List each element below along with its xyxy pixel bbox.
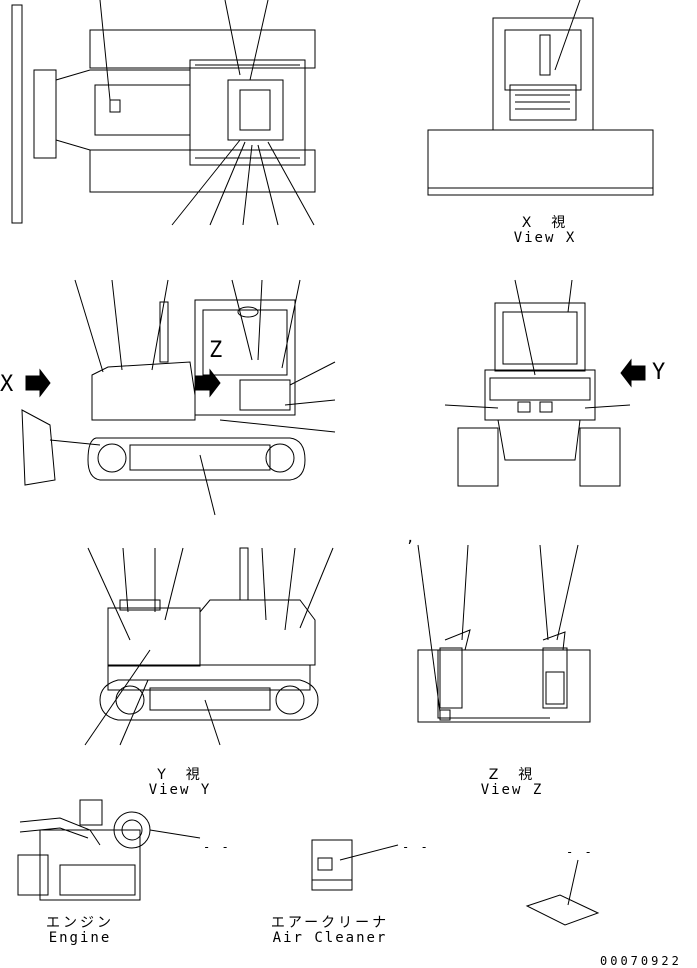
- marker-z: Z: [209, 338, 223, 363]
- view-x-title: View X: [513, 230, 577, 246]
- leader-dash-decal: - -: [566, 845, 594, 859]
- marker-y: Y: [652, 360, 666, 385]
- view-y-title-jp: Y 視: [157, 767, 203, 783]
- engine-drawing: [17, 799, 201, 901]
- view-y-title: View Y: [148, 782, 212, 798]
- view-x-front: [427, 0, 654, 196]
- drawing-number: 00070922: [600, 954, 682, 968]
- view-x-title-jp: X 視: [521, 215, 569, 231]
- view-x-arrow: [25, 368, 51, 398]
- view-y-arrow: [620, 358, 646, 388]
- view-y-side: [84, 547, 334, 746]
- marker-comma: ,: [406, 530, 415, 546]
- view-z: [417, 544, 591, 723]
- air-cleaner-drawing: [311, 839, 399, 891]
- marker-x: X: [0, 372, 14, 397]
- view-z-title: View Z: [480, 782, 544, 798]
- air-cleaner-label: Air Cleaner: [272, 930, 388, 946]
- view-z-arrow: [195, 368, 221, 398]
- leader-dash-air-cleaner: - -: [402, 840, 430, 854]
- decal-sheet: [525, 859, 600, 926]
- side-view: [21, 279, 336, 516]
- engine-label: Engine: [48, 930, 112, 946]
- top-view: [11, 0, 316, 226]
- air-cleaner-label-jp: エアークリーナ: [270, 915, 390, 931]
- engine-label-jp: エンジン: [46, 915, 114, 931]
- leader-dash-engine: - -: [203, 840, 231, 854]
- view-z-title-jp: Z 視: [488, 767, 536, 783]
- rear-view: [444, 279, 631, 487]
